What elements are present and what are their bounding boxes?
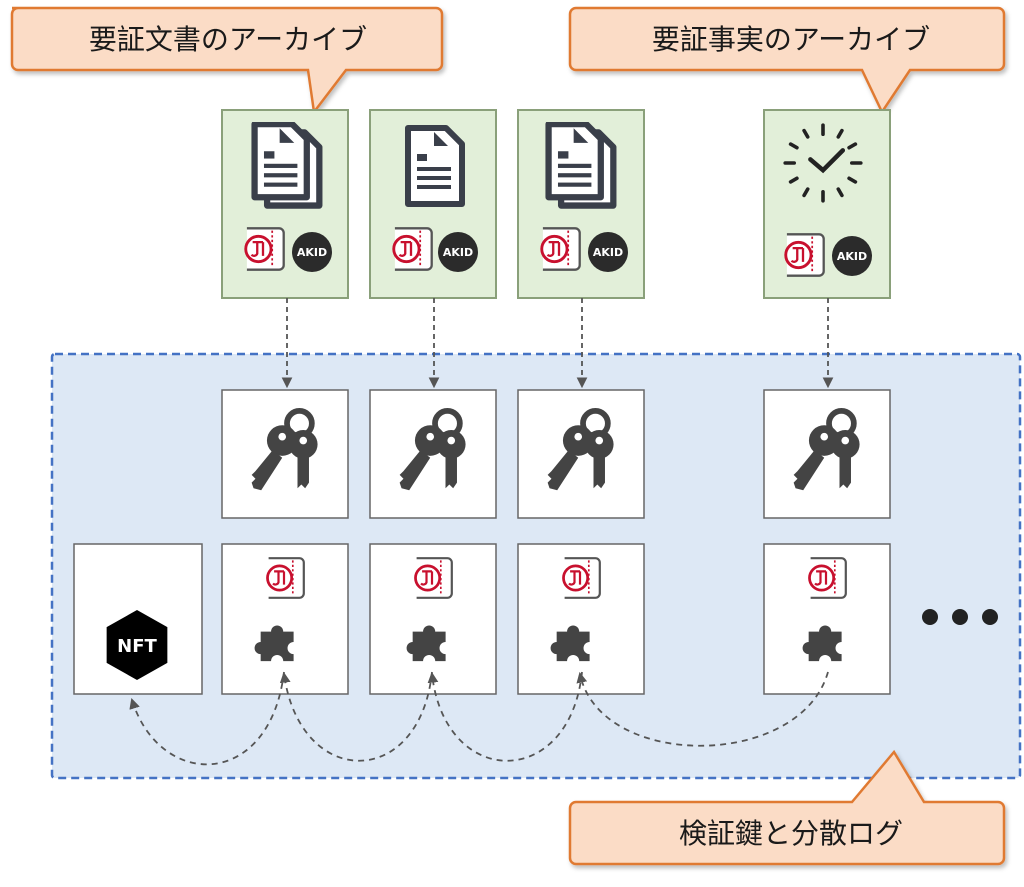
key-card-1 [221,389,349,519]
document-icon [408,128,462,204]
akid-label: AKID [837,250,867,263]
seal-stamp-icon [392,226,434,272]
seal-stamp-icon [562,556,602,600]
archive-card-2 [369,109,497,299]
chain-arrows [129,671,829,766]
nft-card [73,543,203,695]
akid-label: AKID [593,246,623,259]
akid-badge [588,232,628,272]
archive-card-4 [763,109,891,299]
ellipsis-icon [922,609,998,625]
log-card-1 [221,543,349,695]
seal-stamp-icon [808,556,848,600]
key-card-3 [517,389,645,519]
seal-stamp-icon [244,226,286,272]
callout-fact-archive-text: 要証事実のアーカイブ [651,23,931,56]
akid-label: AKID [297,246,327,259]
seal-stamp-icon [540,226,582,272]
archive-to-key-arrows [281,298,834,389]
archive-card-3 [517,109,645,299]
akid-badge [832,236,872,276]
log-card-3 [517,543,645,695]
akid-badge [292,232,332,272]
seal-stamp-icon [784,232,826,278]
documents-icon [549,124,614,205]
seal-stamp-icon [414,556,454,600]
akid-badge [438,232,478,272]
callout-doc-archive-text: 要証文書のアーカイブ [88,23,368,56]
archive-card-1 [221,109,349,299]
documents-icon [255,124,320,205]
key-card-4 [763,389,891,519]
log-card-4 [763,543,891,695]
callout-log [568,749,1006,866]
callout-fact-archive [568,6,1006,115]
callout-log-text: 検証鍵と分散ログ [678,817,903,850]
key-card-2 [369,389,497,519]
log-card-2 [369,543,497,695]
akid-label: AKID [443,246,473,259]
nft-label: NFT [117,636,157,657]
seal-stamp-icon [266,556,306,600]
